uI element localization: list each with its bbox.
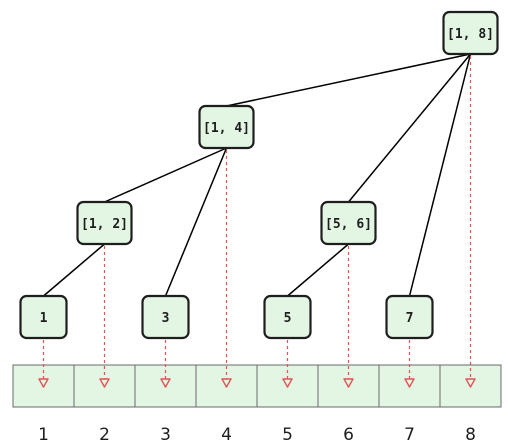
index-label: 5	[282, 425, 293, 445]
node-label: 3	[162, 311, 170, 326]
tree-edge	[226, 53, 471, 107]
index-label: 4	[221, 425, 232, 445]
index-label: 1	[38, 425, 49, 445]
tree-node-n14: [1, 4]	[198, 104, 255, 150]
tree-node-n18: [1, 8]	[442, 10, 499, 56]
index-labels: 1 2 3 4 5 6 7 8	[38, 425, 476, 445]
tree-edge	[164, 147, 228, 297]
projection-arrowhead	[221, 378, 232, 388]
projection-arrowhead	[99, 378, 110, 388]
node-label: 5	[284, 311, 292, 326]
index-label: 3	[160, 425, 171, 445]
index-label: 8	[465, 425, 476, 445]
index-label: 7	[404, 425, 415, 445]
tree-node-n56: [5, 6]	[320, 200, 377, 246]
projection-arrows	[38, 56, 476, 388]
projection-arrowhead	[38, 378, 49, 388]
index-label: 6	[343, 425, 354, 445]
node-label: [1, 8]	[447, 27, 494, 42]
tree-node-n3: 3	[141, 294, 190, 340]
node-label: 7	[406, 311, 414, 326]
tree-edge	[408, 53, 472, 297]
index-label: 2	[99, 425, 110, 445]
projection-arrowhead	[282, 378, 293, 388]
tree-edges	[43, 53, 472, 297]
projection-arrowhead	[160, 378, 171, 388]
tree-node-n12: [1, 2]	[76, 200, 133, 246]
tree-edge	[347, 53, 472, 203]
node-label: [5, 6]	[325, 217, 372, 232]
projection-arrowhead	[404, 378, 415, 388]
node-label: 1	[40, 311, 48, 326]
tree-node-n5: 5	[263, 294, 312, 340]
tree-edge	[287, 243, 349, 297]
array-strip	[12, 364, 502, 408]
node-label: [1, 4]	[203, 121, 250, 136]
tree-edge	[43, 243, 105, 297]
projection-arrowhead	[343, 378, 354, 388]
tree-node-n7: 7	[385, 294, 434, 340]
tree-edge	[104, 147, 227, 203]
tree-nodes: [1, 8] [1, 4] [1, 2] [5, 6] 1 3 5 7	[19, 10, 499, 340]
tree-node-n1: 1	[19, 294, 68, 340]
projection-arrowhead	[465, 378, 476, 388]
node-label: [1, 2]	[81, 217, 128, 232]
